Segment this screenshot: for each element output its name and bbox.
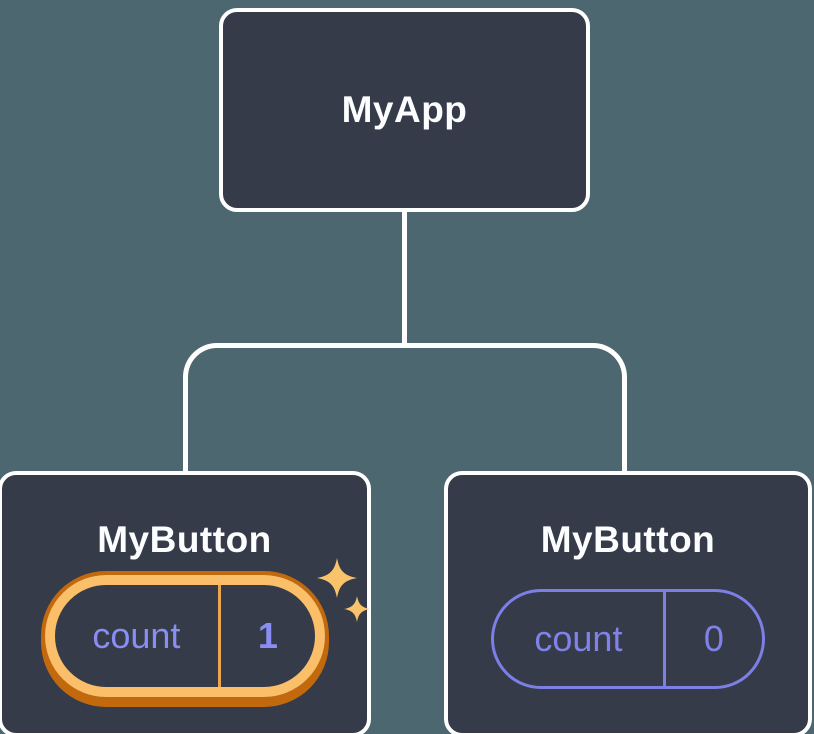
state-value: 1 (257, 615, 278, 656)
node-title: MyButton (540, 519, 716, 560)
state-pill: count 0 (491, 589, 765, 689)
tree-node-child-right: MyButton count 0 (444, 471, 812, 734)
connector-bracket (183, 343, 627, 475)
pill-divider (662, 592, 666, 686)
tree-node-root: MyApp (219, 8, 590, 212)
state-pill-highlighted: count 1 (44, 575, 325, 697)
pill-divider (218, 585, 222, 687)
state-name: count (92, 615, 181, 656)
state-name: count (534, 618, 623, 659)
node-title: MyButton (97, 519, 272, 560)
sparkles-icon (317, 558, 370, 622)
tree-node-child-left: MyButton count 1 (0, 471, 371, 734)
state-value: 0 (703, 618, 724, 659)
connector-stem (402, 206, 407, 348)
node-title: MyApp (341, 89, 468, 130)
